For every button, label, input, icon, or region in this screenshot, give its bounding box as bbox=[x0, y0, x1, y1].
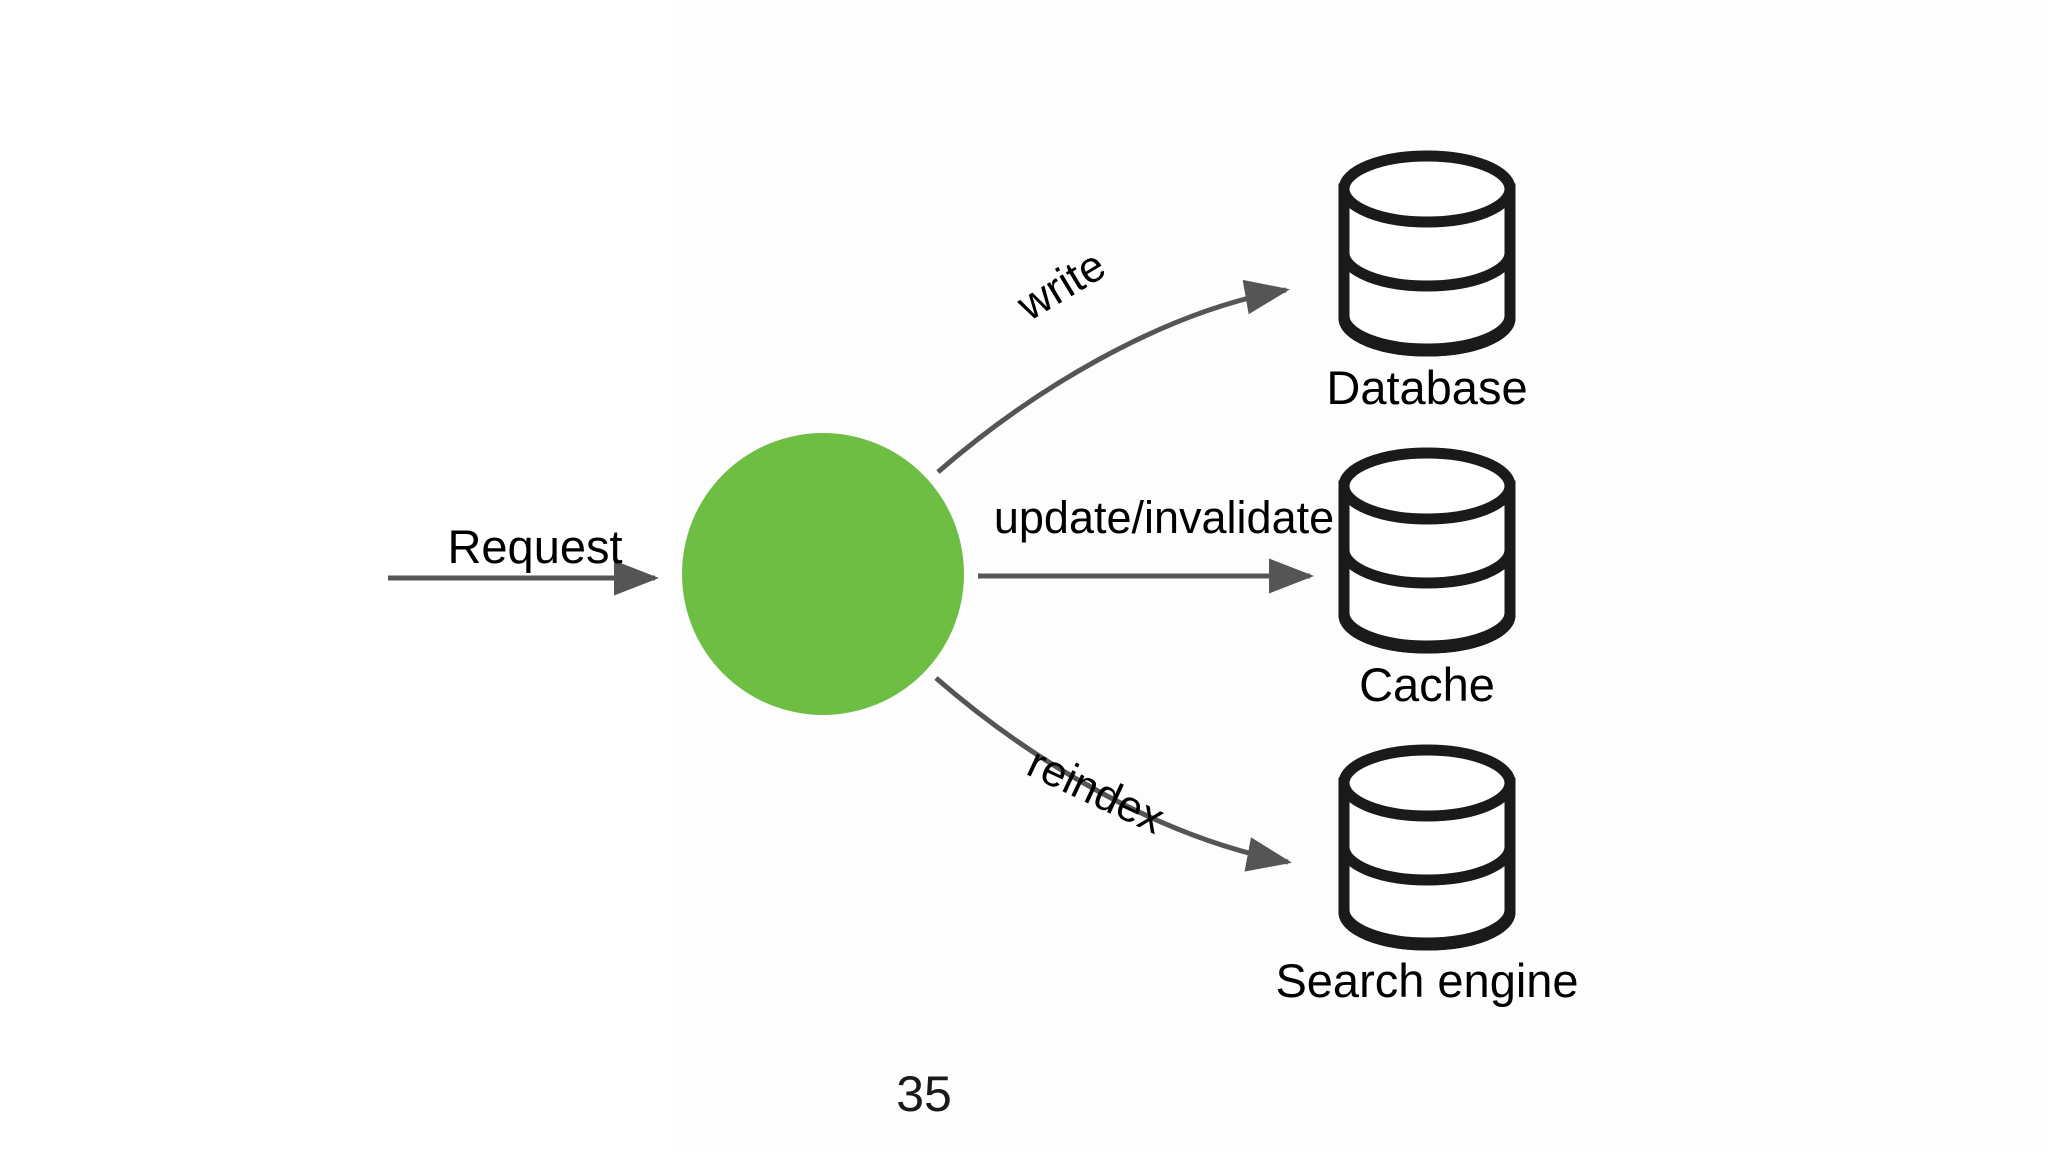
service-node-circle[interactable] bbox=[682, 433, 964, 715]
reindex-edge-arrow bbox=[934, 676, 1292, 872]
update-invalidate-edge-label: update/invalidate bbox=[993, 492, 1335, 543]
request-edge-label: Request bbox=[447, 520, 623, 573]
write-edge-arrow bbox=[936, 279, 1290, 474]
cache-cylinder-icon[interactable] bbox=[1338, 447, 1516, 654]
page-number: 35 bbox=[896, 1066, 952, 1122]
cache-node-label: Cache bbox=[1359, 658, 1495, 711]
search-engine-cylinder-icon[interactable] bbox=[1338, 744, 1516, 951]
database-cylinder-icon[interactable] bbox=[1338, 150, 1516, 357]
search-engine-node-label: Search engine bbox=[1275, 954, 1579, 1007]
database-node-label: Database bbox=[1326, 361, 1528, 414]
